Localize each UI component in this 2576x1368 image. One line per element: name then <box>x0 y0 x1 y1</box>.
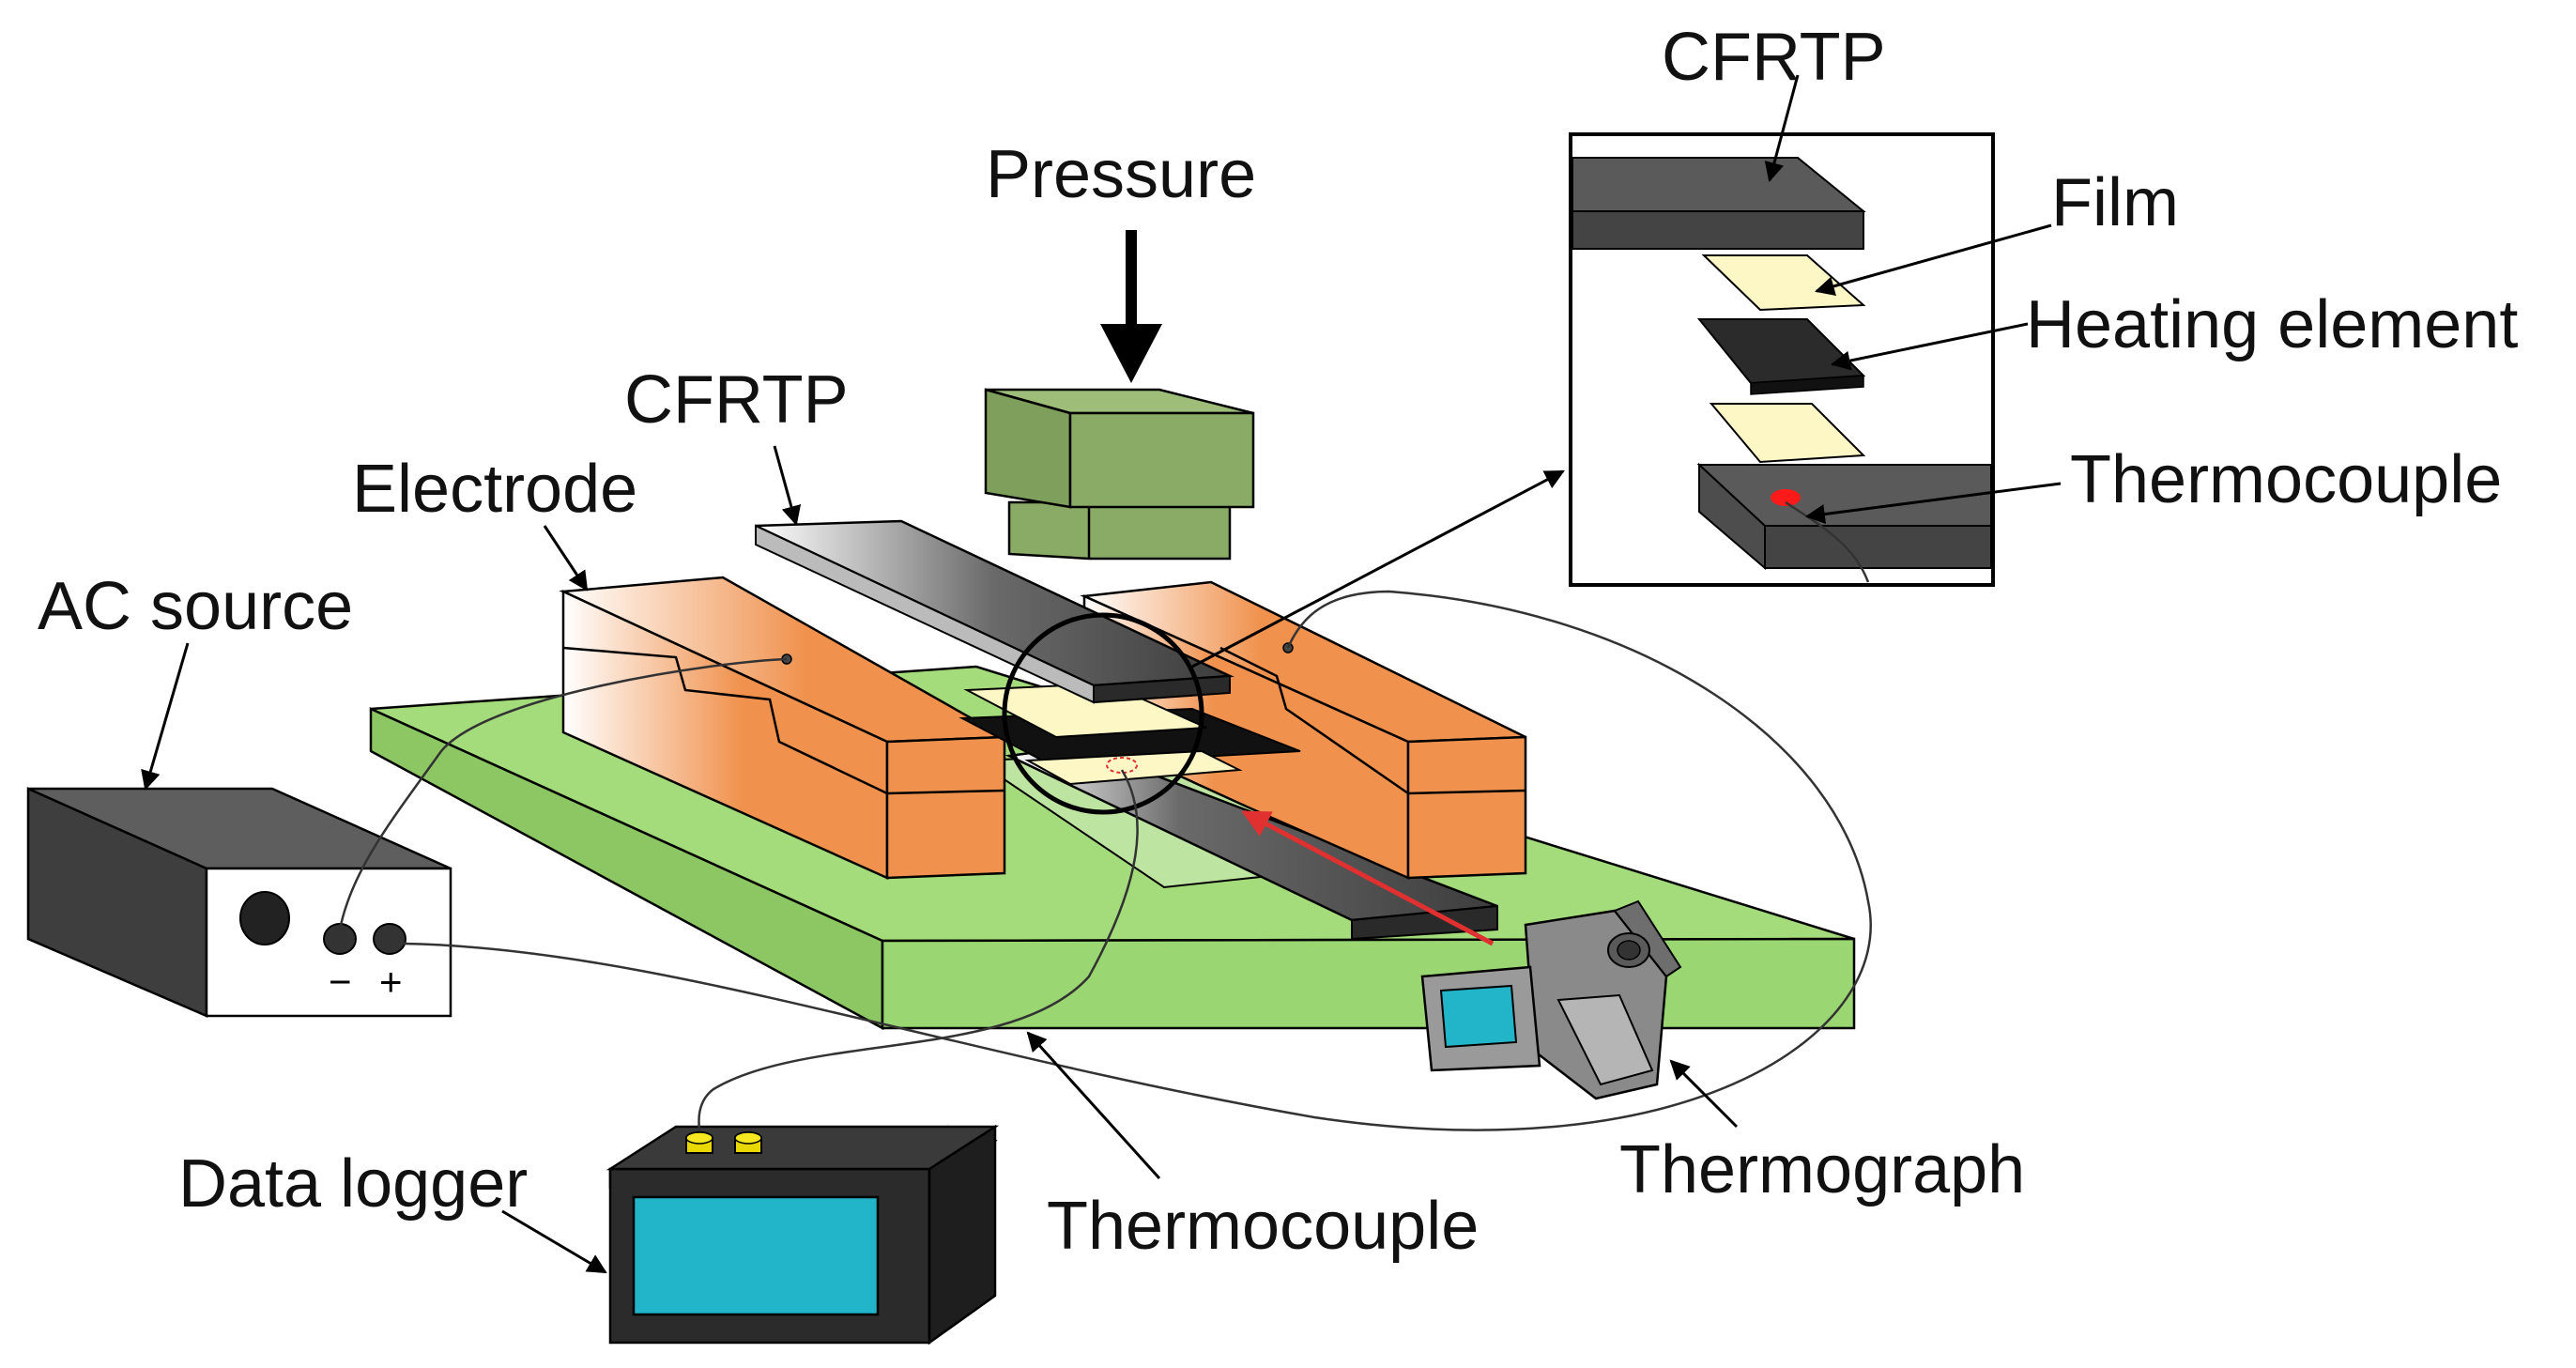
infrared-view-arrow <box>1241 809 1495 946</box>
label-cfrtp-main: CFRTP <box>624 362 849 438</box>
label-inset-film: Film <box>2051 165 2179 240</box>
label-data-logger: Data logger <box>178 1146 528 1222</box>
label-thermograph: Thermograph <box>1619 1132 2025 1207</box>
label-electrode: Electrode <box>352 452 637 527</box>
magnifier-circle <box>1002 612 1204 815</box>
pressure-arrow <box>1100 230 1162 383</box>
press-block <box>984 388 1255 561</box>
thermograph-camera <box>1420 899 1682 1100</box>
inset-thermocouple-dot <box>1771 489 1801 506</box>
label-inset-heating-element: Heating element <box>2026 287 2518 362</box>
label-pressure: Pressure <box>986 137 1256 212</box>
ac-knob[interactable] <box>239 891 290 945</box>
label-ac-source: AC source <box>38 569 353 644</box>
wires <box>338 590 1872 1132</box>
inset-exploded-view <box>1569 132 1995 587</box>
ac-terminal-plus-label: + <box>379 960 403 1004</box>
ac-terminal-plus[interactable] <box>373 923 406 955</box>
label-thermocouple-main: Thermocouple <box>1047 1189 1479 1264</box>
label-inset-cfrtp: CFRTP <box>1662 20 1886 95</box>
ac-terminal-minus-label: − <box>329 960 352 1004</box>
data-logger-knobs[interactable] <box>685 1131 762 1154</box>
leader-lines <box>141 74 2062 1274</box>
ac-terminal-minus[interactable] <box>323 923 357 955</box>
ac-source-unit: − + <box>26 787 452 1018</box>
label-inset-thermocouple: Thermocouple <box>2070 442 2502 517</box>
data-logger-unit <box>606 1124 1000 1345</box>
zoom-arrow <box>1191 469 1565 669</box>
data-logger-screen <box>632 1195 880 1316</box>
